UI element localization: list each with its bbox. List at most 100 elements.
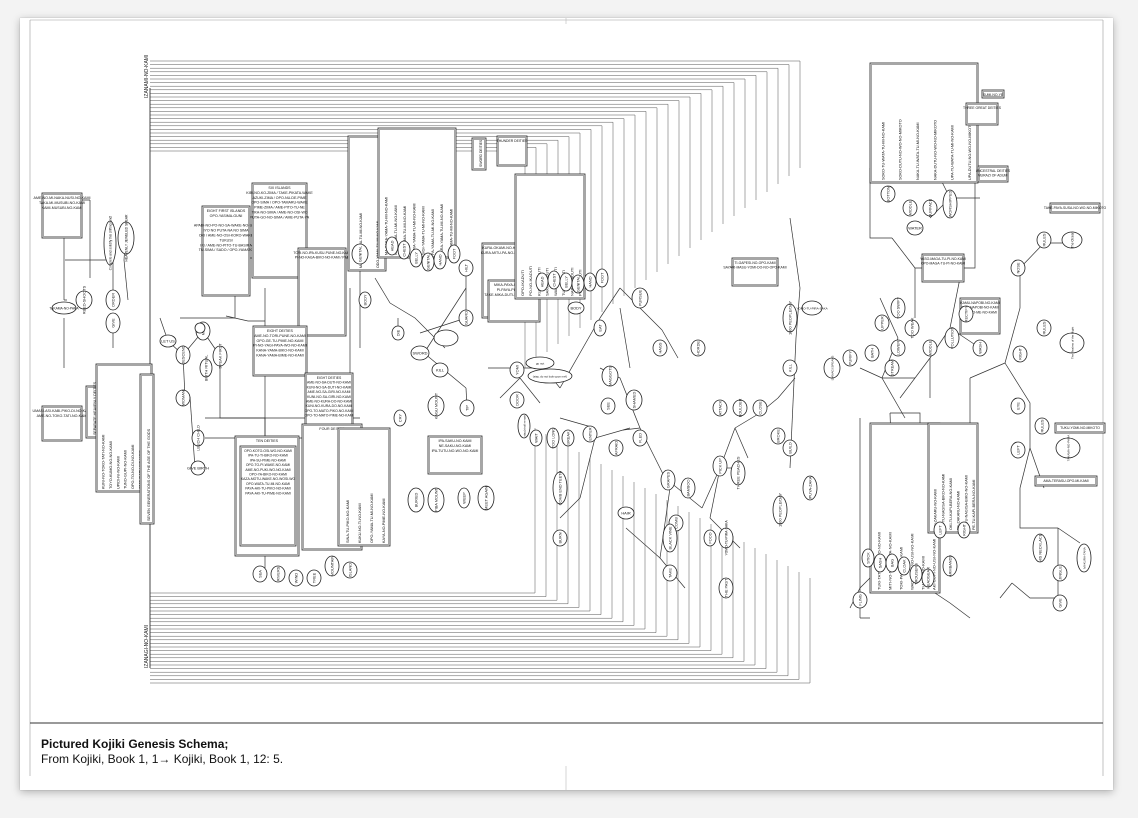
node-label: BOTTOM (885, 186, 890, 203)
node-label: HAND (587, 276, 592, 287)
bundle-line-top (150, 93, 702, 240)
connector (519, 377, 541, 404)
deity-name: EIGHT FIRST ISLANDS (207, 209, 246, 213)
caption-source: From Kojiki, Book 1, 1→ Kojiki, Book 1, … (41, 752, 284, 766)
node-label: SEA (257, 570, 262, 578)
bundle-line-top (150, 64, 790, 176)
node-label: RIGHT (961, 523, 966, 536)
box-thunder-label: THUNDER DEITIES (496, 135, 528, 167)
node-label: TOO LONG (550, 428, 555, 448)
box-ten-deities-list: OPO-KOTO-OSI-WO-NO-KAMIIPA-TU-TI-BIKO-NO… (239, 445, 297, 547)
node-fled: FLED (632, 429, 648, 447)
deity-name: IPA-TUTU-NO-WO-NO-KAMI (432, 449, 479, 453)
node-black-vine: BLACK VINE (662, 523, 678, 553)
node-label: YOMI (514, 365, 519, 375)
node-armbands: ARMBANDS (942, 555, 958, 577)
node-birth-1500: 1500 PEOPLE/DAY (772, 493, 788, 528)
node-label: MIDDLE (907, 200, 912, 215)
deity-name: IYO NO PUTA-NA NO SIMA (203, 229, 249, 233)
node-label: BODY (362, 294, 367, 305)
node-izanami-belly: BELLY (559, 272, 573, 292)
node-take: TAKE (662, 564, 678, 582)
node-label: BELLY (413, 252, 418, 264)
node-tip: TIP (459, 399, 475, 417)
node-label: SASH (877, 558, 882, 569)
deity-name: AME-NO-TORI-PUNE-NO-KAMI (254, 334, 306, 338)
node-label: 1500 PEOPLE/DAY (777, 493, 782, 528)
bundle-line-top (150, 118, 625, 296)
deity-name: PE-ZAKARU-NO-KAMI (957, 491, 961, 530)
deity-name: EIGHT DEITIES (267, 329, 293, 333)
node-water: WATER (906, 220, 924, 236)
node-label: MEET AGAIN (483, 486, 488, 510)
node-label: WOMAN (180, 390, 185, 406)
deity-name: KANA-YAMA-BIKO-NO-KAMI (256, 349, 303, 353)
deity-name: TU-SIMA / SADO / OPO-YAMATO (199, 248, 254, 252)
node-label: BURIED (413, 492, 418, 507)
connector (999, 582, 1013, 599)
box-eight-deities-a: EIGHT DEITIESAME-NO-SA-DUTI-NO-KAMIKUNI-… (305, 372, 354, 430)
deity-name: NAKA-TU-WATA-TU-MI-NO-KAMI (916, 122, 920, 180)
node-fling: FLING (852, 591, 868, 609)
bundle-line-bottom (150, 458, 591, 612)
node-label: STREAM (889, 360, 894, 376)
connector (619, 307, 631, 369)
deity-name: PE-TU-KAPI-BERA-NO-KAMI (972, 480, 976, 530)
node-body-foot: FOOT (447, 244, 461, 264)
node-label: GENITAL (575, 275, 580, 292)
node-see: SEE (600, 397, 616, 415)
node-label: RULES (1041, 233, 1046, 246)
node-label: TAKE (667, 568, 672, 578)
node-label: BODY (570, 305, 581, 310)
node-pick-up: PICK UP (712, 455, 728, 477)
deity-name: MA-SAKA-YAMA-TU-MI-NO-KAMI (359, 213, 363, 268)
bundle-line-top (150, 125, 603, 312)
connector (189, 396, 196, 469)
deity-name: IKI / AME-NO-PITO-TU-BASIRA (200, 243, 252, 247)
bundle-line-top (150, 89, 713, 232)
deity-name: SIGI-YAMA-TU-MI-NO-KAMI (422, 206, 426, 255)
connector (661, 329, 679, 359)
node-label: COMB (673, 517, 678, 529)
node-body-belly: BELLY (409, 248, 423, 268)
node-label: ORDER (110, 293, 115, 307)
deity-name: KAZA-MOTU-WAKE-NO-WOSI-WO (241, 477, 296, 481)
node-grapes: GRAPES (660, 469, 676, 491)
node-hags: HAGS (652, 339, 668, 357)
deity-name: TOYO-KUMO-NO-NO-KAMI (109, 441, 113, 489)
node-label: JINGLE (1057, 566, 1062, 580)
node-horde: HORDE (690, 339, 706, 357)
node-lower: LOWER (890, 339, 906, 357)
deity-name: TORI-NO-IPA-KUSU-PUNE-NO-KAMI (293, 251, 350, 255)
node-label: SHAMED (631, 391, 636, 408)
node-kagu-mount: KAGU MOUNT (427, 392, 445, 419)
node-izanami-foot: FOOT (595, 268, 609, 288)
deity-name: PARA-YAMA-TU-MI-NO-KAMI (440, 204, 444, 255)
deity-name: OPO-YAMA-TU-MI-NO-KAMI (370, 494, 374, 544)
deity-name: TUKU-YOMI-NO-MIKOTO (1060, 426, 1100, 430)
deity-name: SWORD DEITIES (479, 139, 483, 167)
node-label: I stay,(shall remain) (522, 414, 526, 438)
node-label: HEAD (389, 240, 394, 251)
box-primal-deities: AME-NO-MI-NAKA-NUSI-NO-KAMITAKA-MI-MUSUB… (34, 192, 90, 239)
node-yomotu-road: YOMO-TU-PIRA-SAKA (796, 300, 828, 316)
node-close: CLOSE (752, 399, 768, 417)
node-label: FLED (637, 433, 642, 443)
node-label: PICK UP (717, 458, 722, 474)
deity-name: AME-NO-SA-DUTI-NO-KAMI (307, 381, 351, 385)
node-wash: WASH (972, 339, 988, 357)
node-label: HAND (437, 254, 442, 265)
deity-name: NE-SAKU-NO-KAMI (439, 444, 472, 448)
node-label: WAIT (533, 433, 538, 443)
node-label: TOO SWIFT (895, 297, 900, 319)
bundle-line-bottom (150, 470, 613, 619)
deity-name: OPO-KOTO-OSI-WO-NO-KAMI (244, 449, 292, 453)
node-stream: STREAM (884, 359, 900, 377)
box-tuku-yomi: TUKU-YOMI-NO-MIKOTO (1054, 422, 1106, 434)
deity-name: OKI-TU-NAGISA-BIKO-NO-KAMI (941, 474, 945, 530)
node-label: TAKAMA-NO-PARA (1066, 435, 1070, 462)
connector (734, 412, 761, 429)
bundle-line-bottom (150, 542, 745, 662)
connector (891, 237, 916, 269)
bundle-line-top (150, 121, 614, 304)
